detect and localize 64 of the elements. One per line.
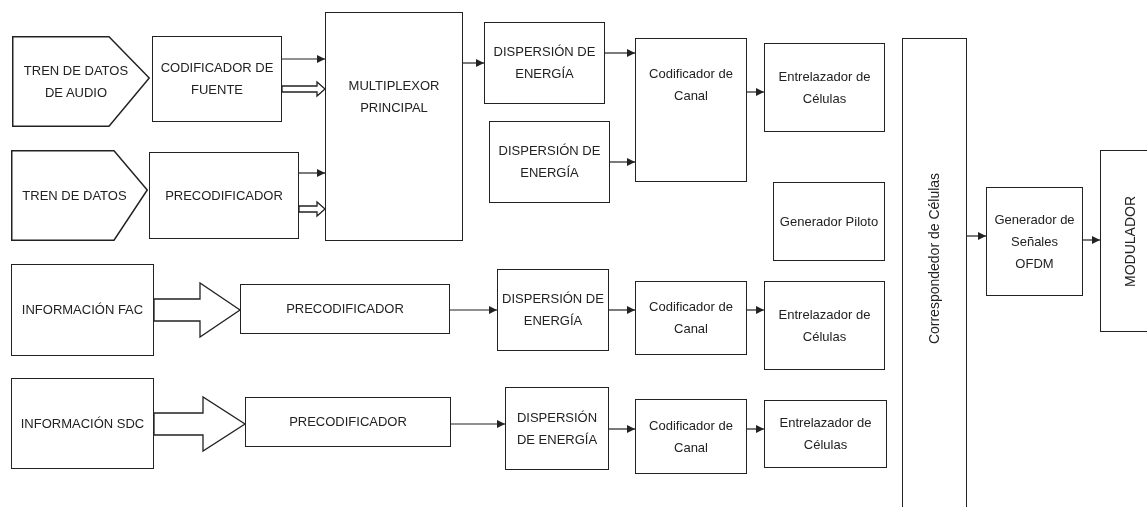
- block-label: TREN DE DATOS DE AUDIO: [22, 61, 130, 102]
- arrow: [608, 425, 636, 433]
- block-label: MODULADOR: [1120, 195, 1139, 287]
- process-box: [505, 387, 609, 470]
- process-box: [240, 284, 450, 334]
- process-box: [152, 36, 282, 122]
- arrow: [1082, 236, 1101, 244]
- block-label: DISPERSIÓN DE ENERGÍA: [515, 408, 599, 449]
- hollow-arrow: [153, 281, 242, 339]
- block-label: Generador Piloto: [779, 212, 879, 231]
- process-box: [484, 22, 605, 104]
- process-box: [764, 281, 885, 370]
- hollow-arrow: [153, 395, 247, 453]
- process-box: [635, 281, 747, 355]
- block-label: CODIFICADOR DE FUENTE: [159, 59, 275, 99]
- block-label: MULTIPLEXOR PRINCIPAL: [347, 76, 441, 117]
- input-pentagon: [11, 150, 148, 241]
- process-box: [764, 43, 885, 132]
- block-label: Entrelazador de Células: [777, 67, 872, 108]
- vertical-block: [902, 38, 967, 507]
- arrow: [450, 420, 506, 428]
- arrow: [746, 306, 765, 314]
- arrow: [462, 59, 485, 67]
- process-box: [245, 397, 451, 447]
- arrow: [608, 306, 636, 314]
- process-box: [773, 182, 885, 261]
- input-pentagon: [12, 36, 150, 127]
- process-box: [11, 378, 154, 469]
- block-label: PRECODIFICADOR: [286, 300, 404, 318]
- block-label: DISPERSIÓN DE ENERGÍA: [497, 142, 602, 182]
- block-label: TREN DE DATOS: [21, 186, 128, 205]
- process-box: [635, 399, 747, 474]
- arrow: [746, 425, 765, 433]
- block-label: Codificador de Canal: [648, 416, 734, 457]
- arrow: [609, 158, 636, 166]
- arrow: [746, 88, 765, 96]
- arrow: [966, 232, 987, 240]
- process-box: [764, 400, 887, 468]
- arrow: [281, 55, 326, 63]
- arrow: [604, 49, 636, 57]
- block-label: DISPERSIÓN DE ENERGÍA: [492, 43, 597, 83]
- process-box: [325, 12, 463, 241]
- block-label: INFORMACIÓN SDC: [20, 414, 145, 433]
- block-label: Entrelazador de Células: [778, 414, 873, 454]
- block-label: Entrelazador de Células: [777, 305, 872, 346]
- block-label: PRECODIFICADOR: [289, 413, 407, 431]
- hollow-arrow: [281, 80, 326, 98]
- process-box: [986, 187, 1083, 296]
- process-box: [489, 121, 610, 203]
- block-label: Correspondedor de Células: [925, 172, 943, 344]
- block-label: Codificador de Canal: [648, 65, 734, 105]
- process-box: [149, 152, 299, 239]
- block-label: DISPERSIÓN DE ENERGÍA: [502, 290, 604, 330]
- block-label: PRECODIFICADOR: [165, 186, 283, 205]
- hollow-arrow: [298, 200, 326, 218]
- arrow: [449, 306, 498, 314]
- vertical-block: [1100, 150, 1147, 332]
- arrow: [298, 169, 326, 177]
- process-box: [635, 38, 747, 182]
- block-label: Codificador de Canal: [648, 298, 734, 338]
- process-box: [11, 264, 154, 356]
- process-box: [497, 269, 609, 351]
- block-label: INFORMACIÓN FAC: [21, 301, 144, 319]
- block-label: Generador de Señales OFDM: [993, 210, 1076, 273]
